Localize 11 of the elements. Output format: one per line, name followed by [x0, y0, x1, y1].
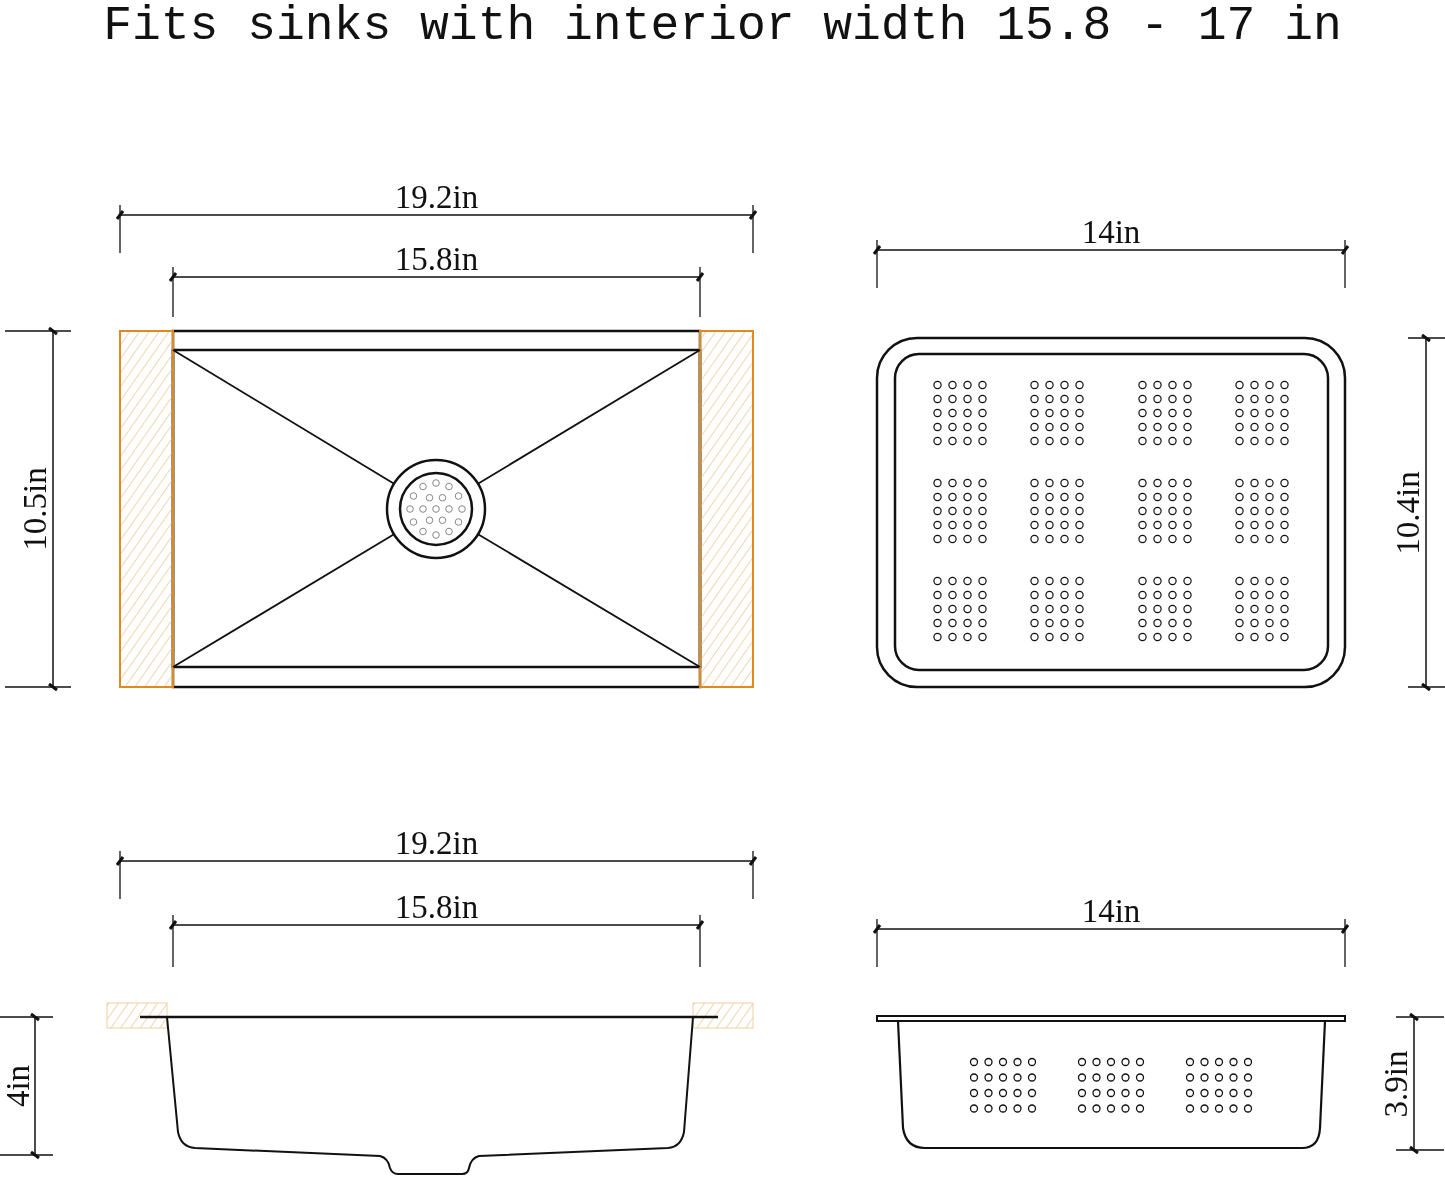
dimension-label: 19.2in	[394, 180, 479, 214]
title: Fits sinks with interior width 15.8 - 17 in	[103, 0, 1342, 52]
dimension-label: 14in	[1081, 894, 1141, 928]
dimension-label: 10.5in	[18, 467, 52, 551]
dimension-label: 3.9in	[1379, 1050, 1413, 1117]
dimension-label: 4in	[1, 1064, 35, 1108]
dimension-label: 15.8in	[394, 890, 479, 924]
dimension-label: 14in	[1081, 215, 1141, 249]
dimension-label: 10.4in	[1391, 470, 1425, 555]
dimension-label: 19.2in	[394, 826, 479, 860]
dimension-label: 15.8in	[394, 242, 479, 276]
